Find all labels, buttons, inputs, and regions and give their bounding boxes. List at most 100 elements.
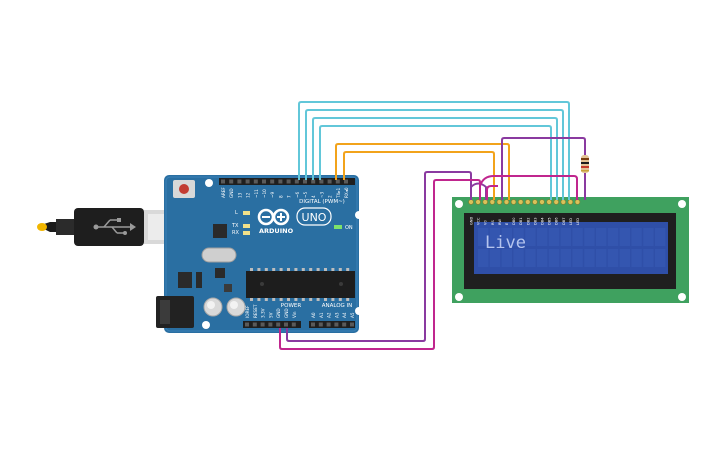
digital-pin-socket[interactable] (245, 179, 250, 184)
lcd-pin[interactable] (468, 199, 474, 205)
lcd-cell (548, 228, 560, 246)
power-pin-socket[interactable] (268, 322, 273, 327)
power-pin-socket[interactable] (252, 322, 257, 327)
digital-pin-socket[interactable] (319, 179, 324, 184)
digital-pin-socket[interactable] (229, 179, 234, 184)
lcd-pin[interactable] (560, 199, 566, 205)
lcd-mounting-hole (455, 293, 463, 301)
mcu-pin (294, 268, 298, 271)
lcd-pin-label: DB5 (548, 217, 552, 225)
digital-pin-socket[interactable] (327, 179, 332, 184)
lcd-pin[interactable] (574, 199, 581, 205)
lcd-cell (513, 228, 524, 246)
lcd-cell (501, 228, 512, 246)
wire-d4-db4[interactable] (319, 125, 552, 200)
mcu-pin (264, 268, 268, 271)
lcd-pin[interactable] (510, 199, 517, 205)
lcd-cell (655, 249, 666, 267)
lcd-cell (643, 249, 654, 267)
wire-d3-e[interactable] (335, 143, 510, 200)
digital-pin-socket[interactable] (253, 179, 258, 184)
lcd-pin[interactable] (546, 199, 552, 205)
digital-pin-socket[interactable] (311, 179, 316, 184)
wires[interactable] (279, 101, 586, 350)
lcd-pin[interactable] (496, 199, 503, 205)
reset-button-cap[interactable] (179, 184, 189, 194)
wire-d7-db7[interactable] (298, 101, 570, 200)
mcu-pin (279, 298, 283, 301)
lcd-pin[interactable] (489, 199, 495, 205)
lcd-pin[interactable] (539, 199, 545, 205)
lcd-pin[interactable] (532, 199, 538, 205)
mounting-hole (355, 211, 363, 219)
resistor-band (581, 158, 589, 160)
mcu-pin (287, 268, 290, 271)
lcd-pin[interactable] (525, 199, 531, 205)
digital-pin-label: 2 (328, 195, 333, 198)
power-pin-socket[interactable] (291, 322, 296, 327)
digital-pin-socket[interactable] (286, 179, 291, 184)
lcd-cell (560, 249, 571, 267)
digital-pin-socket[interactable] (335, 179, 340, 184)
wire-v0-jumper[interactable] (486, 185, 498, 200)
analog-pin-socket[interactable] (342, 322, 347, 327)
mounting-hole (355, 307, 363, 315)
capacitor-top (230, 301, 238, 309)
power-pin-socket[interactable] (245, 322, 249, 327)
digital-pin-socket[interactable] (262, 179, 266, 184)
digital-pin-socket[interactable] (278, 179, 283, 184)
lcd-pin-label: DB2 (526, 217, 530, 225)
digital-pin-label: ~5 (303, 191, 308, 198)
wire-vcc-led[interactable] (479, 175, 578, 200)
power-pin-label: 3.3V (261, 308, 266, 318)
wire-rw-resistor[interactable] (501, 137, 586, 200)
lcd-pin[interactable] (503, 199, 510, 205)
arduino-pcb-edge (165, 176, 358, 332)
digital-pin-socket[interactable] (294, 179, 299, 184)
lcd-cell (596, 228, 607, 246)
digital-pin-label: 7 (287, 195, 292, 198)
analog-pin-socket[interactable] (326, 322, 331, 327)
power-pin-socket[interactable] (260, 322, 265, 327)
wire-gnd-lcd-gnd[interactable] (286, 171, 472, 342)
lcd-pin[interactable] (553, 199, 559, 205)
wire-d6-db6[interactable] (305, 109, 564, 200)
lcd-pin[interactable] (475, 199, 481, 205)
analog-pin-label: A0 (311, 312, 316, 318)
arduino-brand-label: ARDUINO (259, 227, 294, 235)
digital-pin-label: ~6 (295, 191, 300, 198)
lcd-pin[interactable] (482, 199, 488, 205)
mcu-pin (301, 268, 305, 271)
digital-pin-label: 8 (278, 195, 283, 198)
analog-pin-socket[interactable] (350, 322, 354, 327)
digital-pin-socket[interactable] (270, 179, 275, 184)
analog-pin-socket[interactable] (334, 322, 339, 327)
digital-pin-socket[interactable] (237, 179, 242, 184)
power-pin-label: GND (284, 308, 289, 318)
digital-pin-socket[interactable] (303, 179, 307, 184)
power-pin-socket[interactable] (276, 322, 281, 327)
analog-pin-label: A1 (319, 312, 324, 318)
wire-d5-db5[interactable] (312, 117, 558, 200)
analog-pin-socket[interactable] (311, 322, 315, 327)
mcu-pin (257, 268, 261, 271)
wire-5v-lcd-vcc[interactable] (279, 179, 481, 350)
lcd-cell (584, 249, 595, 267)
lcd-mounting-hole (455, 200, 463, 208)
power-pin-label: GND (276, 308, 281, 318)
tx-led-label: TX (231, 223, 239, 229)
analog-pin-socket[interactable] (318, 322, 323, 327)
digital-pin-label: RX◂0 (344, 187, 349, 198)
lcd-pin[interactable] (517, 199, 524, 205)
power-pin-socket[interactable] (284, 322, 288, 327)
wire-d2-rs[interactable] (343, 151, 495, 200)
digital-pin-socket[interactable] (221, 179, 225, 184)
resistor-band (581, 166, 589, 168)
digital-pin-socket[interactable] (344, 179, 348, 184)
lcd-cell (596, 249, 607, 267)
lcd-pin[interactable] (567, 199, 574, 205)
